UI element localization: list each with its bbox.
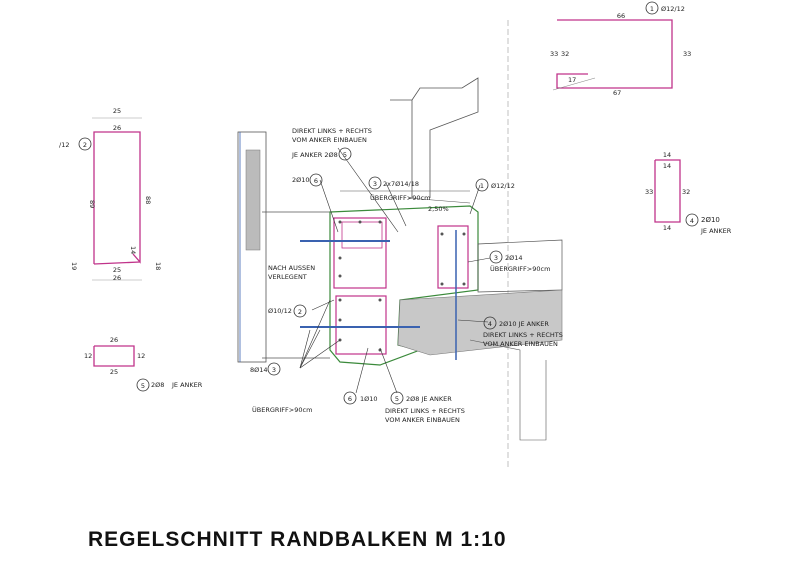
cross-section [237, 20, 563, 470]
drawing-title: REGELSCHNITT RANDBALKEN M 1:10 [88, 528, 507, 551]
bar4-dim-top: 14 [663, 162, 671, 170]
mark-6: 6 [314, 177, 318, 185]
bar4-dim-left: 33 [645, 188, 653, 196]
mark-3a: 3 [373, 180, 377, 188]
bar1-mark: 1 [650, 5, 654, 13]
label-6b: 1Ø10 [360, 395, 378, 403]
bar1-label: Ø12/12 [661, 5, 685, 13]
bar4-dim-bottom: 14 [663, 224, 671, 232]
bar2-dim-left: 89 [88, 200, 96, 208]
overlap-2: ÜBERGRIFF>90cm [490, 264, 550, 273]
mark-3b: 3 [494, 254, 498, 262]
mark-6b: 6 [348, 395, 352, 403]
bar5-dim-left: 12 [84, 352, 92, 360]
bar5-dim-right: 12 [137, 352, 145, 360]
bar5-dim-top: 26 [110, 336, 118, 344]
mark-2: 2 [298, 308, 302, 316]
bar4-label: 2Ø10 [701, 216, 720, 224]
label-2: Ø10/12 [268, 307, 292, 315]
bar5-mark: 5 [141, 382, 145, 390]
bar2-dim-top: 26 [113, 124, 121, 132]
bar1-dim-right: 33 [683, 50, 691, 58]
note-top-b: VOM ANKER EINBAUEN [292, 136, 367, 144]
overlap-3: ÜBERGRIFF>90cm [252, 405, 312, 414]
mark-4: 4 [488, 320, 492, 328]
note-right-a: DIREKT LINKS + RECHTS [483, 331, 563, 339]
note-bottom-a: DIREKT LINKS + RECHTS [385, 407, 465, 415]
nach-aussen-a: NACH AUSSEN [268, 264, 315, 272]
bar5-label: 2Ø8 [151, 381, 164, 389]
label-1: Ø12/12 [491, 182, 515, 190]
bar2-dim-bottom: 26 [113, 274, 121, 282]
bar1-dim-bottom-inner: 17 [568, 76, 576, 84]
bar-schedule-4: 14 14 33 32 14 4 2Ø10 JE ANKER [645, 151, 732, 235]
bar-schedule-2: 2 /12 25 26 89 88 14 25 26 19 18 [59, 107, 162, 282]
slope-label: 2,50% [428, 205, 449, 213]
mark-5-top: 5 [343, 151, 347, 159]
bar2-dim-right: 88 [144, 196, 152, 204]
bar2-dim-bottom-inner: 25 [113, 266, 121, 274]
bar5-dim-bottom: 25 [110, 368, 118, 376]
section-labels: DIREKT LINKS + RECHTS VOM ANKER EINBAUEN… [250, 127, 563, 424]
label-5b: 2Ø8 JE ANKER [406, 395, 452, 403]
bar2-dim-side-b: 18 [154, 262, 162, 270]
bar1-dim-inner: 32 [561, 50, 569, 58]
overlap-1: ÜBERGRIFF>90cm [370, 193, 430, 202]
bar1-dim-top: 66 [617, 12, 625, 20]
bar2-label: /12 [59, 141, 69, 149]
label-3c: 8Ø14 [250, 366, 268, 374]
bar2-dim-top-outer: 25 [113, 107, 121, 115]
nach-aussen-b: VERLEGENT [268, 273, 307, 281]
bar5-sublabel: JE ANKER [171, 381, 203, 389]
label-4: 2Ø10 JE ANKER [499, 320, 549, 328]
bar4-mark: 4 [690, 217, 694, 225]
mark-3c: 3 [272, 366, 276, 374]
bar2-dim-hook: 14 [129, 246, 137, 254]
bar1-dim-bottom: 67 [613, 89, 621, 97]
bar4-dim-right: 32 [682, 188, 690, 196]
mark-1: 1 [480, 182, 484, 190]
label-3b: 2Ø14 [505, 254, 523, 262]
je-anker-label: JE ANKER 2Ø8 [291, 151, 338, 159]
bar4-sublabel: JE ANKER [700, 227, 732, 235]
note-right-b: VOM ANKER EINBAUEN [483, 340, 558, 348]
bar2-mark: 2 [83, 141, 87, 149]
mark-5b: 5 [395, 395, 399, 403]
bar4-dim-top-outer: 14 [663, 151, 671, 159]
bar2-dim-side-a: 19 [70, 262, 78, 270]
bar1-dim-left: 33 [550, 50, 558, 58]
label-3a: 2x7Ø14/18 [383, 180, 419, 188]
note-top-a: DIREKT LINKS + RECHTS [292, 127, 372, 135]
note-bottom-b: VOM ANKER EINBAUEN [385, 416, 460, 424]
label-6: 2Ø10 [292, 176, 310, 184]
bar-schedule-1: 1 Ø12/12 66 33 32 33 17 67 [550, 1, 691, 97]
bar-schedule-5: 26 12 12 25 5 2Ø8 JE ANKER [84, 336, 203, 392]
